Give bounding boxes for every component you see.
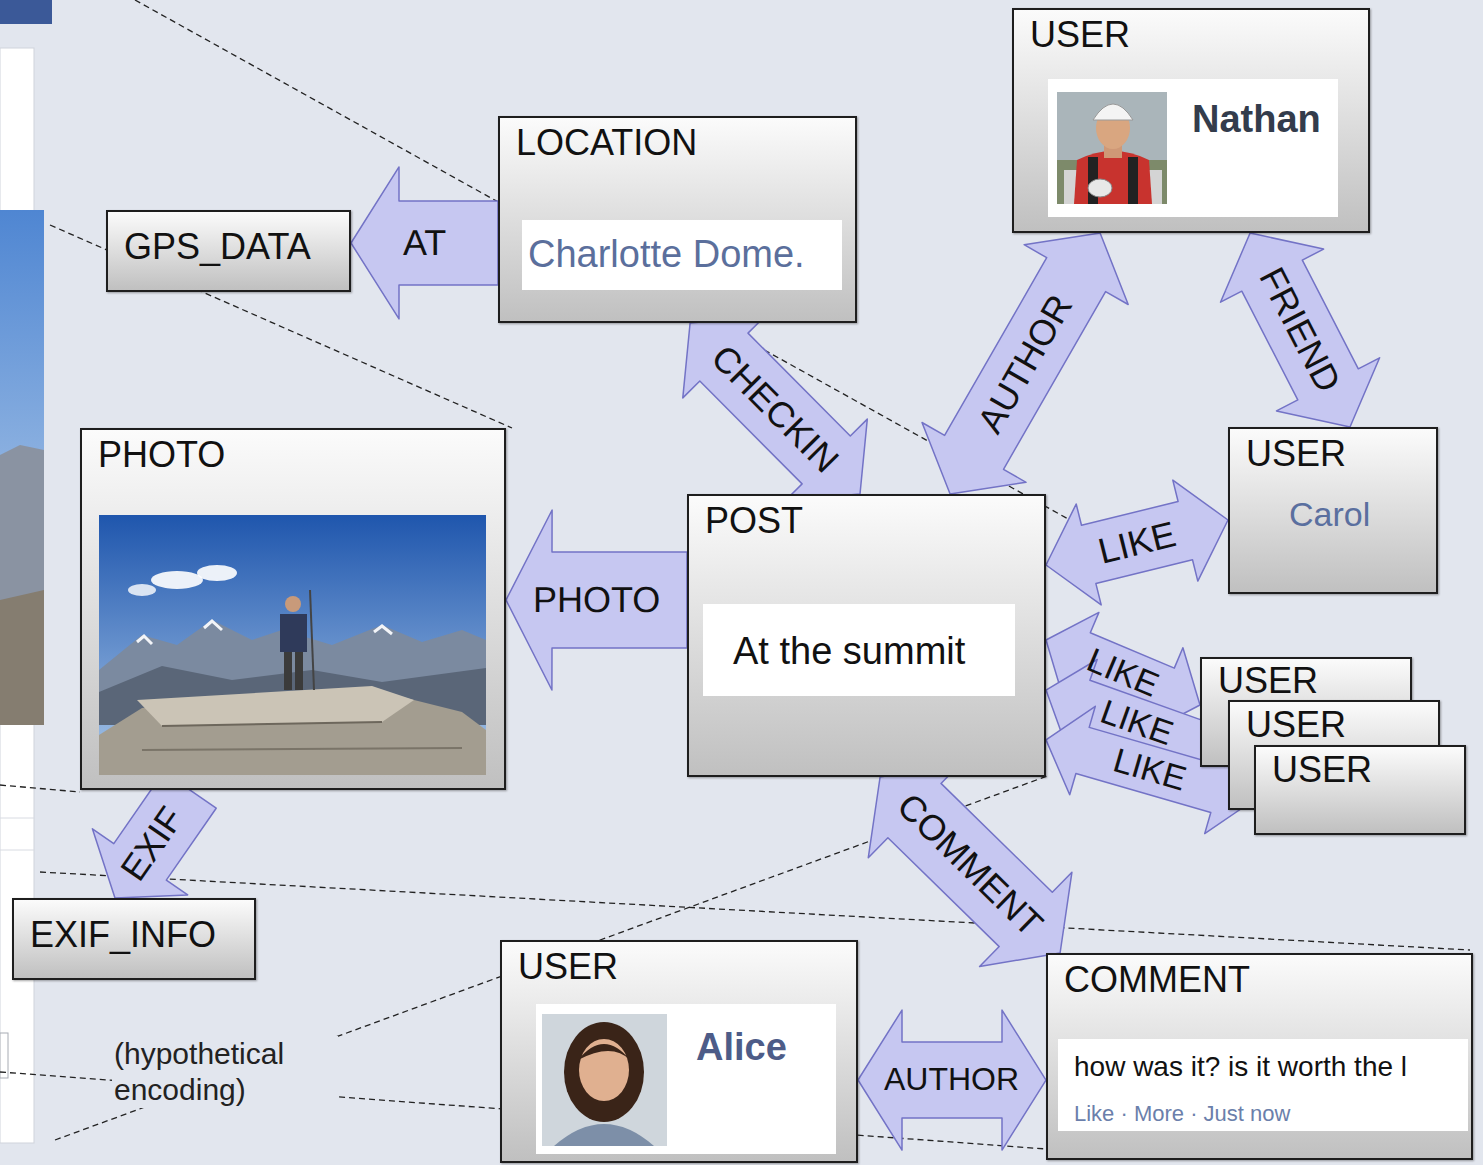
node-heading: USER [1272,749,1372,790]
node-heading: USER [518,946,618,987]
relation-arrow [1046,480,1228,605]
node-heading: POST [705,500,803,541]
node-heading: GPS_DATA [124,226,311,267]
user-name: Nathan [1192,98,1321,142]
screenshot-rock [0,590,44,725]
comment-box: COMMENT how was it? is it worth the l Like… [1046,953,1473,1160]
relation-label: COMMENT [890,786,1051,944]
photo-box: PHOTO [80,428,506,790]
user-box: USER [1254,745,1466,835]
relation-arrow [351,167,498,319]
relation-arrow [683,316,868,501]
location-name: Charlotte Dome. [528,233,805,277]
user-box: USER Alice [500,940,858,1163]
screenshot-photo [0,210,44,725]
node-heading: EXIF_INFO [30,914,216,955]
input-box [0,1033,8,1078]
node-heading: USER [1218,660,1318,701]
node-heading: LOCATION [516,122,697,163]
node-heading: COMMENT [1064,959,1250,1000]
relation-label: CHECKIN [704,337,846,480]
separator [0,818,34,819]
relation-label: PHOTO [533,580,660,620]
summit-photo [82,430,508,792]
node-heading: USER [1246,433,1346,474]
node-heading: PHOTO [98,434,225,475]
note-label: (hypothetical encoding) [112,1036,338,1108]
user-name: Carol [1289,495,1370,534]
exif-info-box: EXIF_INFO [12,898,256,980]
relation-label: AUTHOR [884,1062,1019,1097]
relation-arrow [506,510,687,690]
screenshot-mountain [0,445,44,600]
separator [0,850,34,851]
node-heading: USER [1246,704,1346,745]
relation-arrow [858,1010,1046,1150]
user-box: USER Nathan [1012,8,1370,233]
user-name: Alice [696,1026,787,1070]
comment-text: how was it? is it worth the l [1074,1051,1407,1083]
top-bar [0,0,52,24]
relation-arrow [1221,233,1380,427]
relation-arrow [92,772,216,898]
relation-arrow [922,233,1128,494]
post-text: At the summit [733,630,965,674]
post-box: POST At the summit [687,494,1046,777]
gps-data-box: GPS_DATA [106,210,351,292]
relation-arrow [868,763,1072,966]
relation-label: AT [403,223,446,263]
node-heading: USER [1030,14,1130,55]
comment-actions: Like · More · Just now [1074,1101,1290,1126]
location-box: LOCATION Charlotte Dome. [498,116,857,323]
user-box: USER Carol [1228,427,1438,594]
